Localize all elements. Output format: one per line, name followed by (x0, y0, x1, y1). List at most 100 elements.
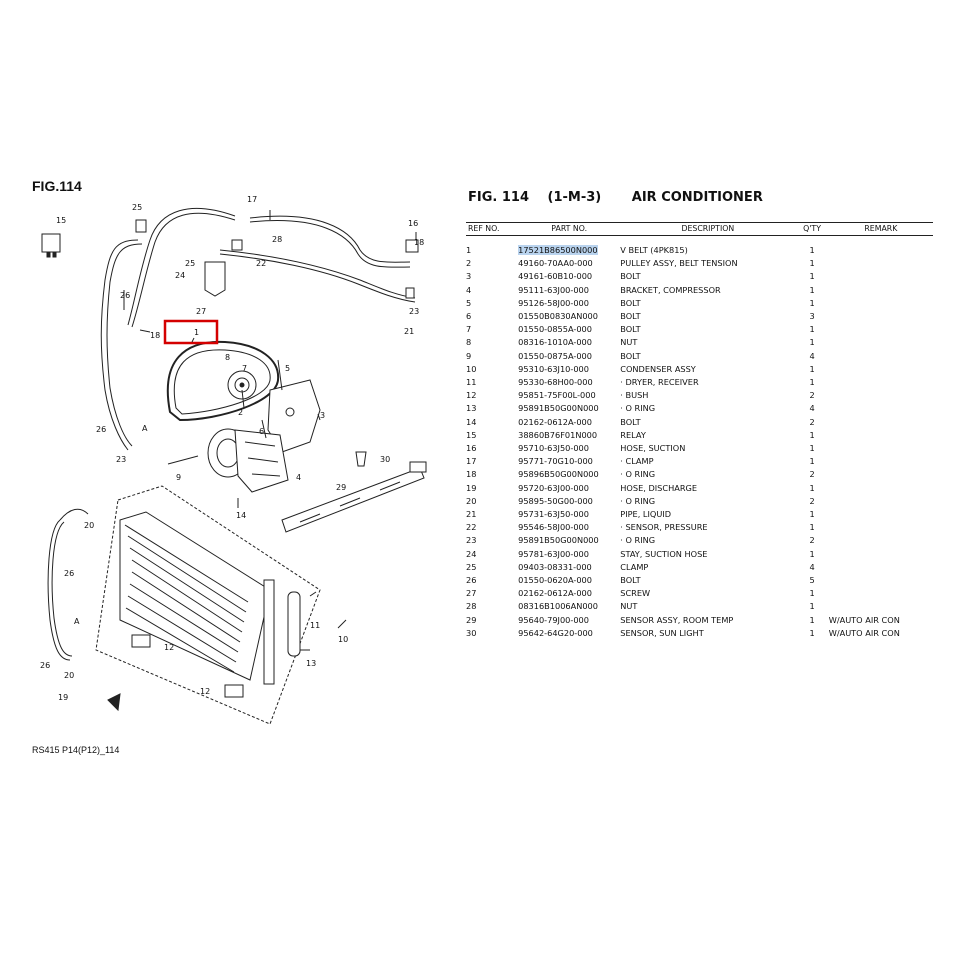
cell-ref: 18 (466, 469, 477, 480)
cell-description: BOLT (620, 575, 641, 586)
cell-remark (829, 416, 933, 429)
table-title-name: AIR CONDITIONER (631, 190, 763, 205)
cell-qty: 1 (809, 297, 815, 308)
svg-text:30: 30 (380, 455, 390, 464)
cell-ref: 26 (466, 575, 477, 586)
cell-ref: 19 (466, 482, 477, 493)
cell-remark (829, 244, 933, 257)
cell-ref: 15 (466, 429, 477, 440)
cell-ref: 25 (466, 561, 477, 572)
cell-remark (829, 336, 933, 349)
svg-text:20: 20 (84, 521, 94, 530)
svg-text:26: 26 (120, 291, 130, 300)
cell-description: RELAY (620, 429, 646, 440)
cell-description: SCREW (620, 588, 651, 599)
cell-ref: 6 (466, 311, 472, 322)
cell-part-no: 08316B1006AN000 (518, 601, 598, 612)
cell-part-no: 02162-0612A-000 (518, 588, 592, 599)
cell-description: HOSE, SUCTION (620, 443, 686, 454)
svg-text:24: 24 (175, 271, 185, 280)
cell-remark (829, 548, 933, 561)
cell-description: SENSOR, SUN LIGHT (620, 627, 704, 638)
svg-text:22: 22 (256, 259, 266, 268)
cell-qty: 4 (809, 561, 815, 572)
cell-description: HOSE, DISCHARGE (620, 482, 698, 493)
cell-ref: 11 (466, 377, 477, 388)
suction-hose (127, 208, 411, 328)
cell-description: · BUSH (620, 390, 649, 401)
col-part: PART NO. (518, 222, 621, 236)
cell-qty: 1 (809, 548, 815, 559)
cell-description: BOLT (620, 416, 641, 427)
cell-qty: 2 (809, 495, 815, 506)
cell-ref: 13 (466, 403, 477, 414)
cell-part-no: 01550-0620A-000 (518, 575, 592, 586)
cell-ref: 21 (466, 509, 477, 520)
selected-part-number[interactable]: 17521B86500N000 (518, 245, 598, 255)
cell-remark: W/AUTO AIR CON (828, 627, 900, 638)
cell-part-no: 49161-60B10-000 (518, 271, 593, 282)
cell-remark (829, 495, 933, 508)
cell-ref: 28 (466, 601, 477, 612)
cell-part-no: 95895-50G00-000 (518, 495, 593, 506)
cell-remark (829, 429, 933, 442)
svg-text:12: 12 (200, 687, 210, 696)
cell-description: V BELT (4PK815) (620, 245, 688, 255)
cell-qty: 1 (809, 588, 815, 599)
table-title-code: (1-M-3) (547, 190, 602, 205)
cell-qty: 3 (809, 311, 815, 322)
cell-part-no: 95310-63J10-000 (518, 363, 589, 374)
svg-text:A: A (74, 617, 80, 626)
cell-part-no: 95891B50G00N000 (518, 535, 599, 546)
svg-text:8: 8 (225, 353, 230, 362)
cell-qty: 1 (809, 627, 815, 638)
cell-qty: 1 (809, 443, 815, 454)
callout-labels: 15 25 17 28 22 25 24 16 18 23 21 26 18 1… (40, 195, 424, 702)
cell-qty: 1 (809, 324, 815, 335)
cell-remark (829, 389, 933, 402)
cell-part-no: 09403-08331-000 (518, 561, 592, 572)
svg-text:13: 13 (306, 659, 316, 668)
svg-text:A: A (142, 424, 148, 433)
svg-text:11: 11 (310, 621, 320, 630)
svg-text:3: 3 (320, 411, 325, 420)
cell-remark (829, 363, 933, 376)
cell-part-no: 95720-63J00-000 (518, 482, 589, 493)
cell-ref: 4 (466, 284, 472, 295)
cell-qty: 1 (809, 377, 815, 388)
cell-description: · CLAMP (620, 456, 654, 467)
cell-part-no: 95781-63J00-000 (518, 548, 589, 559)
svg-text:1: 1 (194, 328, 199, 337)
svg-text:29: 29 (336, 483, 346, 492)
